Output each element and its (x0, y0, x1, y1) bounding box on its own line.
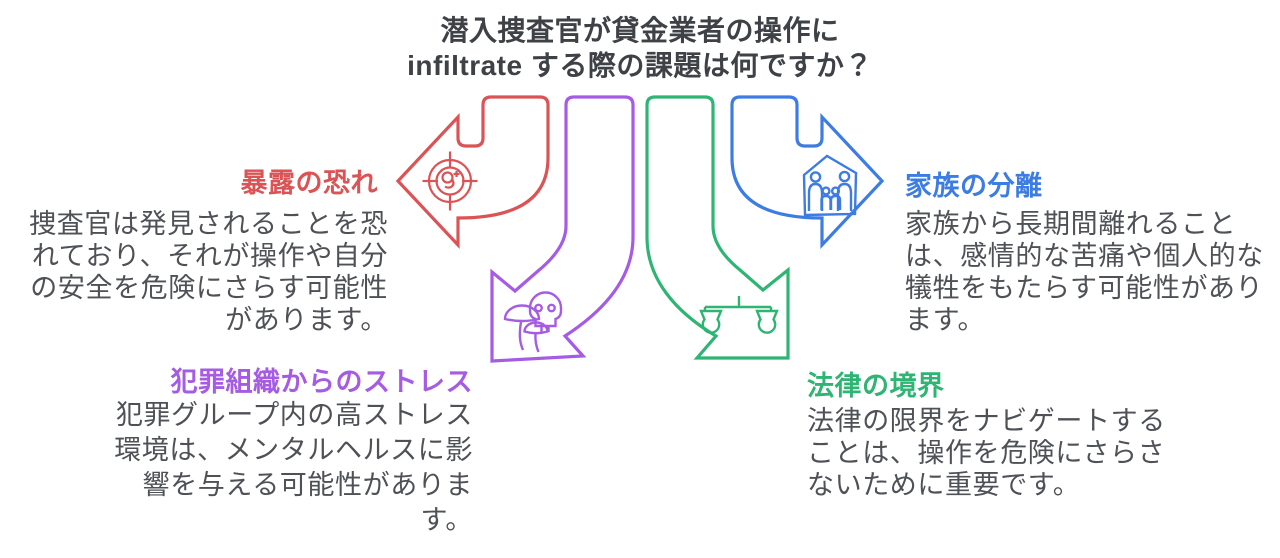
curved-arrow-exposure (395, 95, 550, 250)
target-person-icon (422, 151, 478, 211)
section-heading-exposure: 暴露の恐れ (240, 168, 378, 198)
section-body-legal: 法律の限界をナビゲートすることは、操作を危険にさらさないために重要です。 (807, 406, 1166, 500)
section-body-family: 家族から長期間離れることは、感情的な苦痛や個人的な犠牲をもたらす可能性があります… (905, 209, 1264, 335)
page-title-line1: 潜入捜査官が貸金業者の操作に (440, 15, 840, 46)
curved-arrow-legal (645, 95, 790, 360)
section-body-stress: 犯罪グループ内の高ストレス環境は、メンタルヘルスに影響を与える可能性があります。 (114, 400, 473, 535)
family-house-icon (802, 154, 858, 217)
poison-mushroom-skull-icon (503, 291, 563, 353)
curved-arrow-stress (490, 95, 635, 363)
curved-arrow-family (730, 95, 885, 250)
section-heading-family: 家族の分離 (905, 171, 1043, 201)
page-title-line2: infiltrate する際の課題は何ですか？ (407, 50, 873, 81)
scales-of-justice-icon (699, 296, 779, 334)
section-body-exposure: 捜査官は発見されることを恐れており、それが操作や自分の安全を危険にさらす可能性が… (29, 209, 388, 335)
page-title: 潜入捜査官が貸金業者の操作に infiltrate する際の課題は何ですか？ (0, 13, 1280, 83)
section-heading-stress: 犯罪組織からのストレス (170, 367, 473, 397)
section-heading-legal: 法律の境界 (807, 371, 945, 401)
